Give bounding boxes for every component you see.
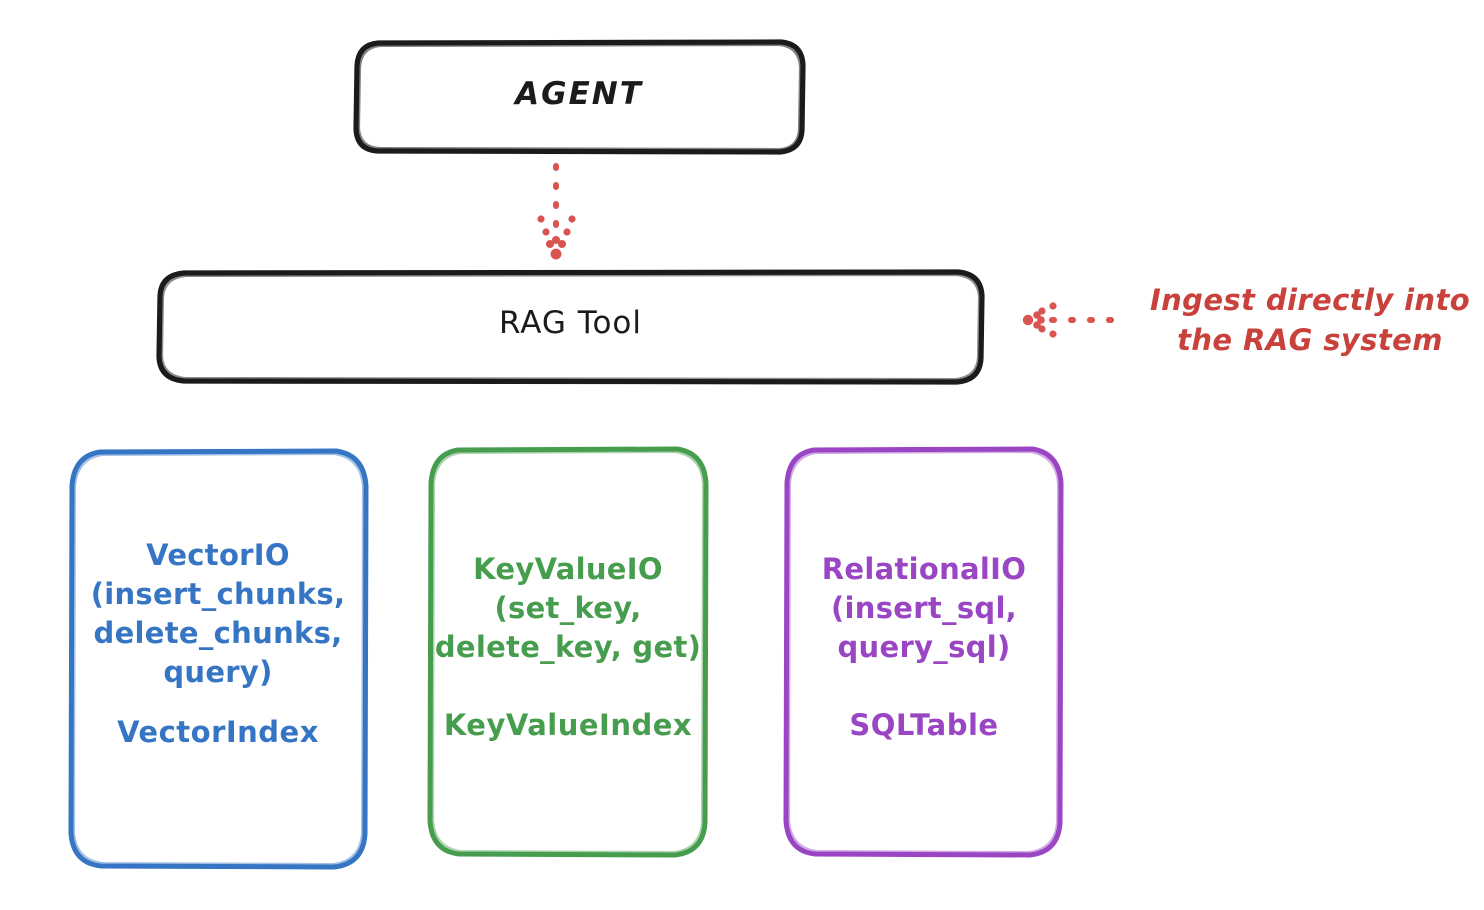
annotation-to-rag-connector bbox=[1022, 302, 1131, 338]
keyvalue-index-label: KeyValueIndex bbox=[443, 708, 693, 742]
vector-index-label: VectorIndex bbox=[117, 715, 319, 749]
rag-tool-node-label: RAG Tool bbox=[498, 305, 643, 341]
keyvalue-io-api-label: KeyValueIO (set_key, delete_key, get) bbox=[434, 552, 702, 664]
vector-io-api-label: VectorIO (insert_chunks, delete_chunks, … bbox=[90, 538, 346, 689]
ingest-annotation-label: Ingest directly into the RAG system bbox=[1149, 283, 1471, 358]
agent-node-label: AGENT bbox=[515, 76, 643, 112]
agent-to-rag-connector bbox=[537, 163, 576, 260]
relational-io-api-label: RelationalIO (insert_sql, query_sql) bbox=[821, 552, 1027, 664]
relational-index-label: SQLTable bbox=[849, 708, 999, 742]
